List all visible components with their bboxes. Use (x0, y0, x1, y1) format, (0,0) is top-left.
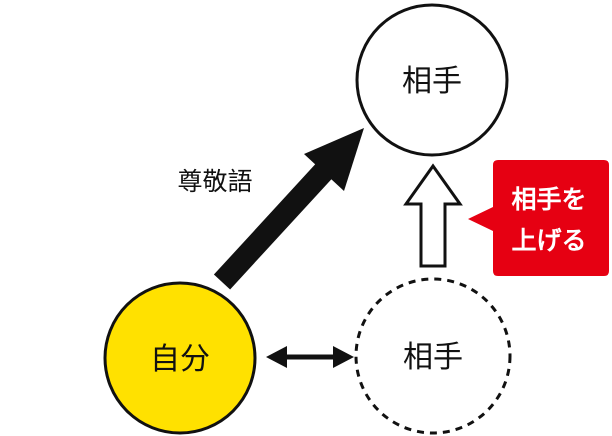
honorific-label: 尊敬語 (177, 167, 252, 196)
self-label: 自分 (150, 342, 210, 377)
callout-bubble: 相手を 上げる (468, 160, 609, 276)
self-circle (103, 281, 257, 435)
raise-up-arrow (403, 163, 463, 268)
partner-original-label: 相手 (403, 340, 463, 375)
callout-line-2: 上げる (511, 226, 586, 255)
callout-line-1: 相手を (511, 185, 586, 214)
partner-raised-circle (355, 3, 509, 157)
equal-arrow (266, 346, 354, 368)
honorific-arrow (213, 128, 364, 290)
partner-original-circle (354, 277, 512, 435)
partner-raised-label: 相手 (402, 64, 462, 99)
